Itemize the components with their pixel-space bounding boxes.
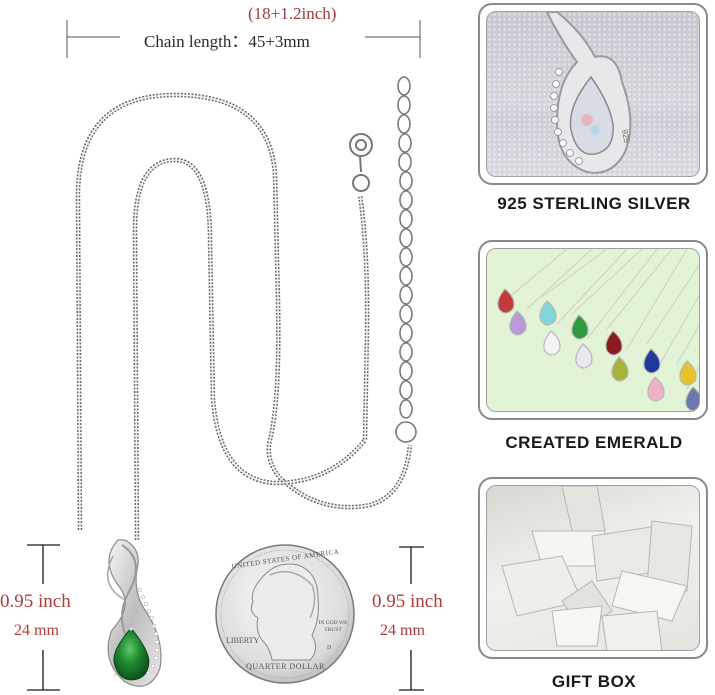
pendant-height-dimension-right [399,546,424,691]
extender-chain [395,76,417,443]
coin-motto-text: IN GOD WE TRUST [318,620,348,633]
coin-mint-mark: D [327,645,332,651]
pave-stones-icon [137,587,160,676]
feature-image-frame [478,477,708,659]
pendant-height-mm-left: 24 mm [14,622,59,639]
coin-bottom-text: QUARTER DOLLAR [246,662,325,671]
chain-length-dimension-line [66,20,421,58]
washington-profile-icon [250,563,319,661]
feature-caption: CREATED EMERALD [505,433,683,452]
chain-length-label: Chain length：45+3mm [144,32,310,51]
coin-liberty-text: LIBERTY [226,636,260,645]
silver-pendant-closeup-image: 925 [486,11,700,177]
feature-caption: 925 STERLING SILVER [497,194,691,213]
feature-image-frame: 925 [478,3,708,185]
chain-length-inches: (18+1.2inch) [248,4,337,23]
pendant-height-mm-right: 24 mm [380,622,425,639]
box-chain [75,92,413,541]
gift-box-icon [501,486,693,650]
silver-pendant-closeup-icon: 925 [545,12,632,174]
spring-ring-clasp [349,133,373,192]
emerald-pendant [106,539,162,687]
gift-boxes-image [486,485,700,651]
birthstone-collection-image [486,248,700,412]
quarter-coin-scale-reference [215,544,355,684]
pendant-height-dimension-left [27,544,60,691]
pendant-height-inches-left: 0.95 inch [0,591,71,612]
feature-caption: GIFT BOX [551,672,637,691]
emerald-stone-icon [113,627,150,681]
925-stamp: 925 [620,129,631,144]
necklace-diagram: (18+1.2inch) Chain length：45+3mm 0.95 in… [0,4,443,691]
necklace-illustration [27,20,424,691]
feature-image-frame [478,240,708,420]
birthstone-pendants-icon [497,249,699,411]
pendant-height-inches-right: 0.95 inch [372,591,443,612]
